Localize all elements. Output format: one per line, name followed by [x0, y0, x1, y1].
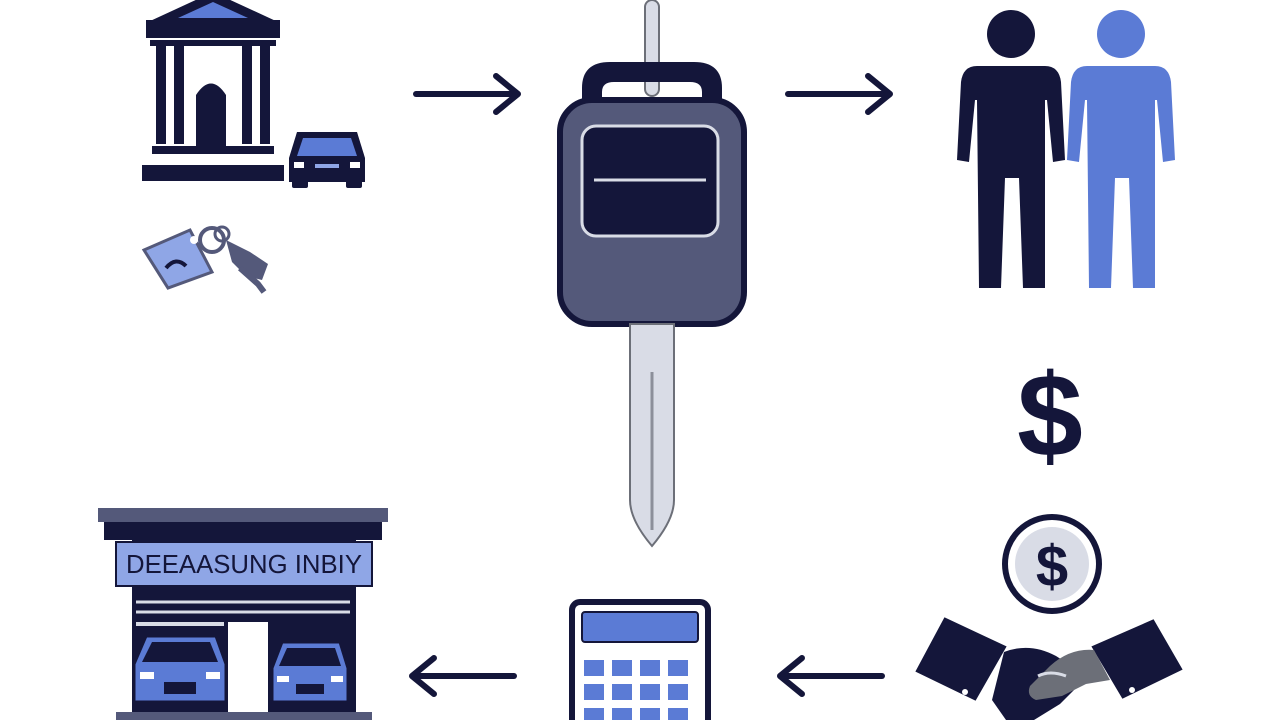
dollar-coin-icon: $: [1000, 512, 1104, 616]
dealership-building-icon: DEEAASUNG INBIY: [96, 506, 390, 720]
arrow-left-icon: [406, 654, 518, 698]
calculator-icon: [569, 599, 711, 720]
dollar-sign-icon: $: [1010, 348, 1090, 482]
key-tag-icon: [140, 222, 274, 294]
arrow-right-icon: [412, 72, 524, 116]
arrow-right-icon: [784, 72, 896, 116]
svg-text:$: $: [1036, 534, 1068, 599]
car-icon: [285, 124, 369, 190]
car-key-fob-icon: [552, 0, 752, 552]
two-people-icon: [955, 8, 1180, 293]
svg-text:$: $: [1017, 350, 1083, 482]
handshake-icon: [910, 612, 1188, 720]
arrow-left-icon: [774, 654, 886, 698]
bank-building-icon: [138, 0, 288, 185]
dealership-sign-text: DEEAASUNG INBIY: [126, 549, 362, 579]
